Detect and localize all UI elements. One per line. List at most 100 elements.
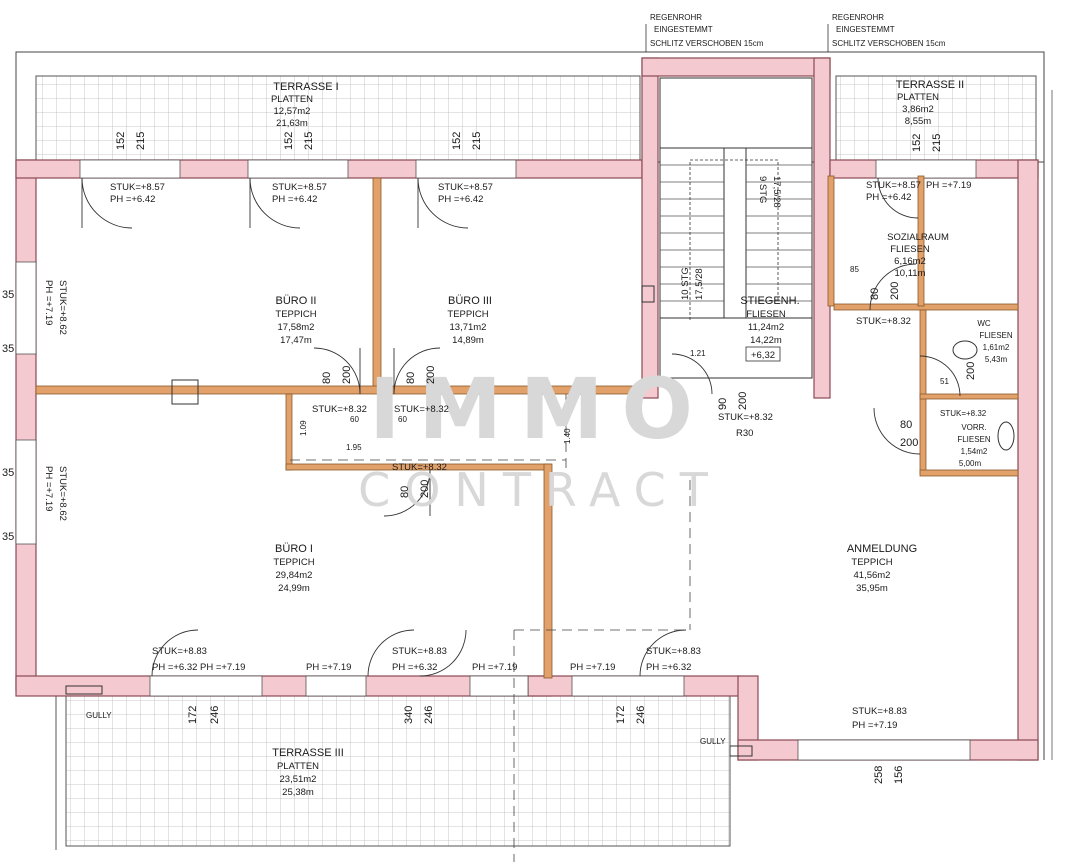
windows — [15, 159, 977, 761]
svg-text:BÜRO I: BÜRO I — [275, 543, 313, 555]
dashed-reference-lines — [290, 394, 691, 862]
svg-text:REGENROHR: REGENROHR — [832, 13, 884, 22]
svg-text:STUK=+8.32: STUK=+8.32 — [718, 412, 773, 423]
svg-text:200: 200 — [965, 362, 977, 380]
svg-text:STUK=+8.83: STUK=+8.83 — [392, 646, 447, 657]
svg-text:152: 152 — [115, 132, 127, 150]
svg-text:85: 85 — [850, 265, 859, 274]
svg-text:12,57m2: 12,57m2 — [274, 106, 311, 117]
svg-text:152: 152 — [911, 134, 923, 152]
fire-rating-label: R30 — [736, 428, 753, 439]
svg-text:FLIESEN: FLIESEN — [979, 331, 1013, 340]
svg-text:TERRASSE II: TERRASSE II — [896, 79, 964, 91]
svg-text:PH =+6.32: PH =+6.32 — [646, 662, 691, 673]
svg-text:340: 340 — [403, 706, 415, 724]
svg-text:ANMELDUNG: ANMELDUNG — [847, 543, 917, 555]
svg-text:35: 35 — [2, 467, 14, 479]
stairwell — [659, 77, 813, 379]
svg-text:TEPPICH: TEPPICH — [273, 557, 314, 568]
svg-text:17,47m: 17,47m — [280, 335, 312, 346]
svg-text:152: 152 — [451, 132, 463, 150]
svg-text:STUK=+8.62: STUK=+8.62 — [57, 466, 68, 521]
svg-text:90: 90 — [717, 398, 729, 410]
svg-text:STUK=+8.57: STUK=+8.57 — [866, 180, 921, 191]
svg-text:246: 246 — [423, 706, 435, 724]
level-markers: STUK=+8.57 PH =+6.42 STUK=+8.57 PH =+6.4… — [43, 180, 987, 731]
svg-text:25,38m: 25,38m — [282, 787, 314, 798]
svg-text:STUK=+8.62: STUK=+8.62 — [57, 280, 68, 335]
watermark-line1: IMMO — [369, 360, 711, 458]
svg-text:PH =+6.32: PH =+6.32 — [392, 662, 437, 673]
svg-text:PH =+7.19: PH =+7.19 — [926, 180, 971, 191]
stairs-lower-count: 10 STG — [680, 267, 691, 300]
svg-text:6,16m2: 6,16m2 — [894, 256, 926, 267]
svg-text:BÜRO III: BÜRO III — [448, 295, 492, 307]
svg-text:VORR.: VORR. — [961, 423, 986, 432]
svg-text:PH =+7.19: PH =+7.19 — [43, 466, 54, 511]
svg-text:STIEGENH.: STIEGENH. — [740, 295, 799, 307]
svg-text:TEPPICH: TEPPICH — [851, 557, 892, 568]
stairs-upper-count: 9 STG — [757, 176, 768, 203]
stairs-upper-ratio: 17,5/28 — [771, 176, 782, 208]
svg-text:PH =+7.19: PH =+7.19 — [852, 720, 897, 731]
svg-text:1.09: 1.09 — [299, 420, 308, 436]
svg-text:PLATTEN: PLATTEN — [277, 761, 319, 772]
svg-text:STUK=+8.32: STUK=+8.32 — [940, 409, 987, 418]
svg-text:1,54m2: 1,54m2 — [961, 447, 988, 456]
svg-text:11,24m2: 11,24m2 — [748, 322, 784, 333]
svg-text:200: 200 — [425, 366, 437, 384]
svg-text:13,71m2: 13,71m2 — [450, 322, 487, 333]
svg-text:60: 60 — [350, 415, 359, 424]
downpipe-note-1: REGENROHR EINGESTEMMT SCHLITZ VERSCHOBEN… — [645, 13, 764, 52]
room-terrace-1: TERRASSE I PLATTEN 12,57m2 21,63m — [271, 81, 339, 129]
svg-text:1,61m2: 1,61m2 — [983, 343, 1010, 352]
svg-text:STUK=+8.57: STUK=+8.57 — [438, 182, 493, 193]
svg-text:STUK=+8.83: STUK=+8.83 — [646, 646, 701, 657]
watermark-line2: CONTRACT — [358, 463, 722, 517]
svg-text:3,86m2: 3,86m2 — [902, 104, 934, 115]
svg-text:STUK=+8.32: STUK=+8.32 — [392, 462, 447, 473]
svg-text:10,11m: 10,11m — [895, 268, 926, 279]
svg-text:41,56m2: 41,56m2 — [854, 570, 891, 581]
terrace-1-area — [35, 75, 641, 163]
svg-text:200: 200 — [341, 366, 353, 384]
svg-text:EINGESTEMMT: EINGESTEMMT — [654, 25, 713, 34]
svg-text:STUK=+8.32: STUK=+8.32 — [312, 404, 367, 415]
svg-text:PH =+6.32: PH =+6.32 — [152, 662, 197, 673]
svg-text:246: 246 — [209, 706, 221, 724]
stair-treads — [660, 164, 812, 302]
svg-text:1.95: 1.95 — [346, 443, 362, 452]
svg-text:BÜRO II: BÜRO II — [276, 295, 317, 307]
room-vorraum: VORR. FLIESEN 1,54m2 5,00m — [957, 423, 991, 468]
svg-text:35,95m: 35,95m — [856, 583, 888, 594]
svg-text:WC: WC — [977, 319, 991, 328]
door-swings — [81, 177, 961, 677]
dimension-labels: 152 215 152 215 152 215 152 215 80 200 8… — [2, 132, 977, 784]
svg-text:200: 200 — [900, 437, 918, 449]
svg-text:35: 35 — [2, 343, 14, 355]
svg-text:35: 35 — [2, 289, 14, 301]
svg-text:TEPPICH: TEPPICH — [447, 309, 488, 320]
svg-text:STUK=+8.83: STUK=+8.83 — [852, 706, 907, 717]
gully-label-left: GULLY — [86, 711, 112, 720]
svg-text:PH =+7.19: PH =+7.19 — [570, 662, 615, 673]
room-buero-2: BÜRO II TEPPICH 17,58m2 17,47m — [275, 295, 316, 346]
svg-text:PH =+6.42: PH =+6.42 — [438, 194, 483, 205]
svg-text:STUK=+8.32: STUK=+8.32 — [856, 316, 911, 327]
svg-text:1.40: 1.40 — [563, 428, 572, 444]
svg-text:172: 172 — [187, 706, 199, 724]
room-wc: WC FLIESEN 1,61m2 5,43m — [977, 319, 1013, 364]
svg-text:80: 80 — [405, 372, 417, 384]
svg-text:STUK=+8.57: STUK=+8.57 — [110, 182, 165, 193]
svg-text:STUK=+8.57: STUK=+8.57 — [272, 182, 327, 193]
svg-text:STUK=+8.83: STUK=+8.83 — [152, 646, 207, 657]
svg-text:5,43m: 5,43m — [985, 355, 1008, 364]
interior-walls — [35, 175, 1019, 679]
svg-text:PH =+7.19: PH =+7.19 — [306, 662, 351, 673]
svg-text:PLATTEN: PLATTEN — [271, 94, 313, 105]
terrace-2-area — [835, 75, 1037, 163]
svg-text:152: 152 — [283, 132, 295, 150]
svg-text:80: 80 — [321, 372, 333, 384]
room-terrace-3: TERRASSE III PLATTEN 23,51m2 25,38m — [272, 747, 344, 798]
